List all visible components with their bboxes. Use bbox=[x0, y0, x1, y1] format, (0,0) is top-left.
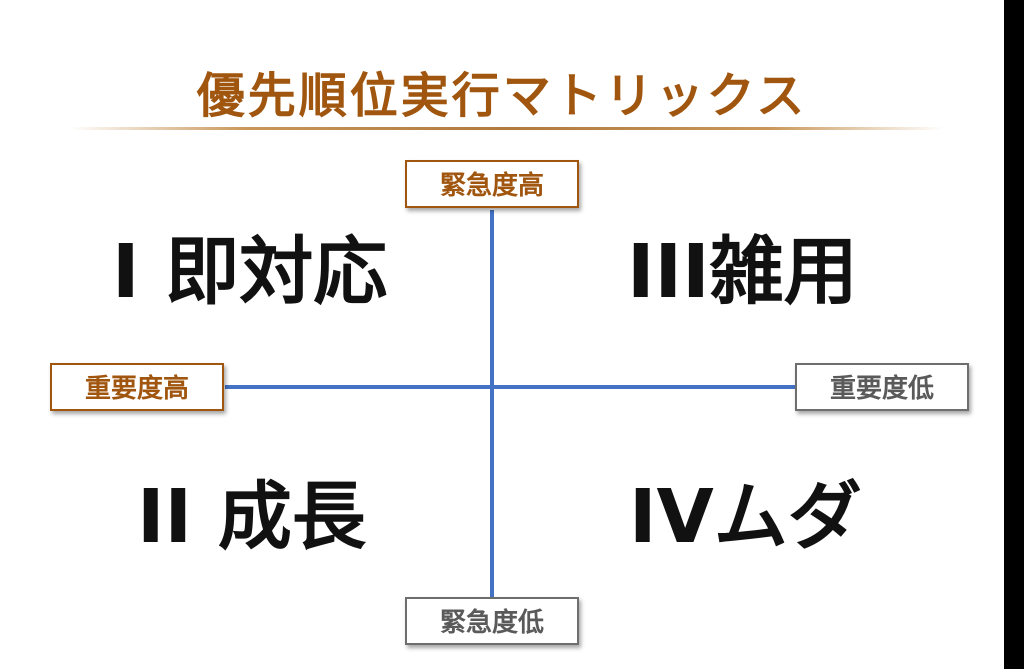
importance-high-label: 重要度高 bbox=[50, 363, 224, 411]
quadrant-1-label: I 即対応 bbox=[112, 229, 388, 315]
quadrant-4-label: IVムダ bbox=[629, 474, 862, 560]
urgency-high-label: 緊急度高 bbox=[405, 160, 579, 208]
importance-low-label: 重要度低 bbox=[795, 363, 969, 411]
title-underline bbox=[70, 127, 944, 130]
urgency-low-label: 緊急度低 bbox=[405, 597, 579, 645]
quadrant-2-label: II 成長 bbox=[137, 474, 366, 560]
quadrant-3-label: III雑用 bbox=[627, 229, 858, 315]
urgency-axis bbox=[490, 210, 494, 600]
importance-axis bbox=[225, 385, 797, 389]
page-title: 優先順位実行マトリックス bbox=[196, 68, 808, 124]
